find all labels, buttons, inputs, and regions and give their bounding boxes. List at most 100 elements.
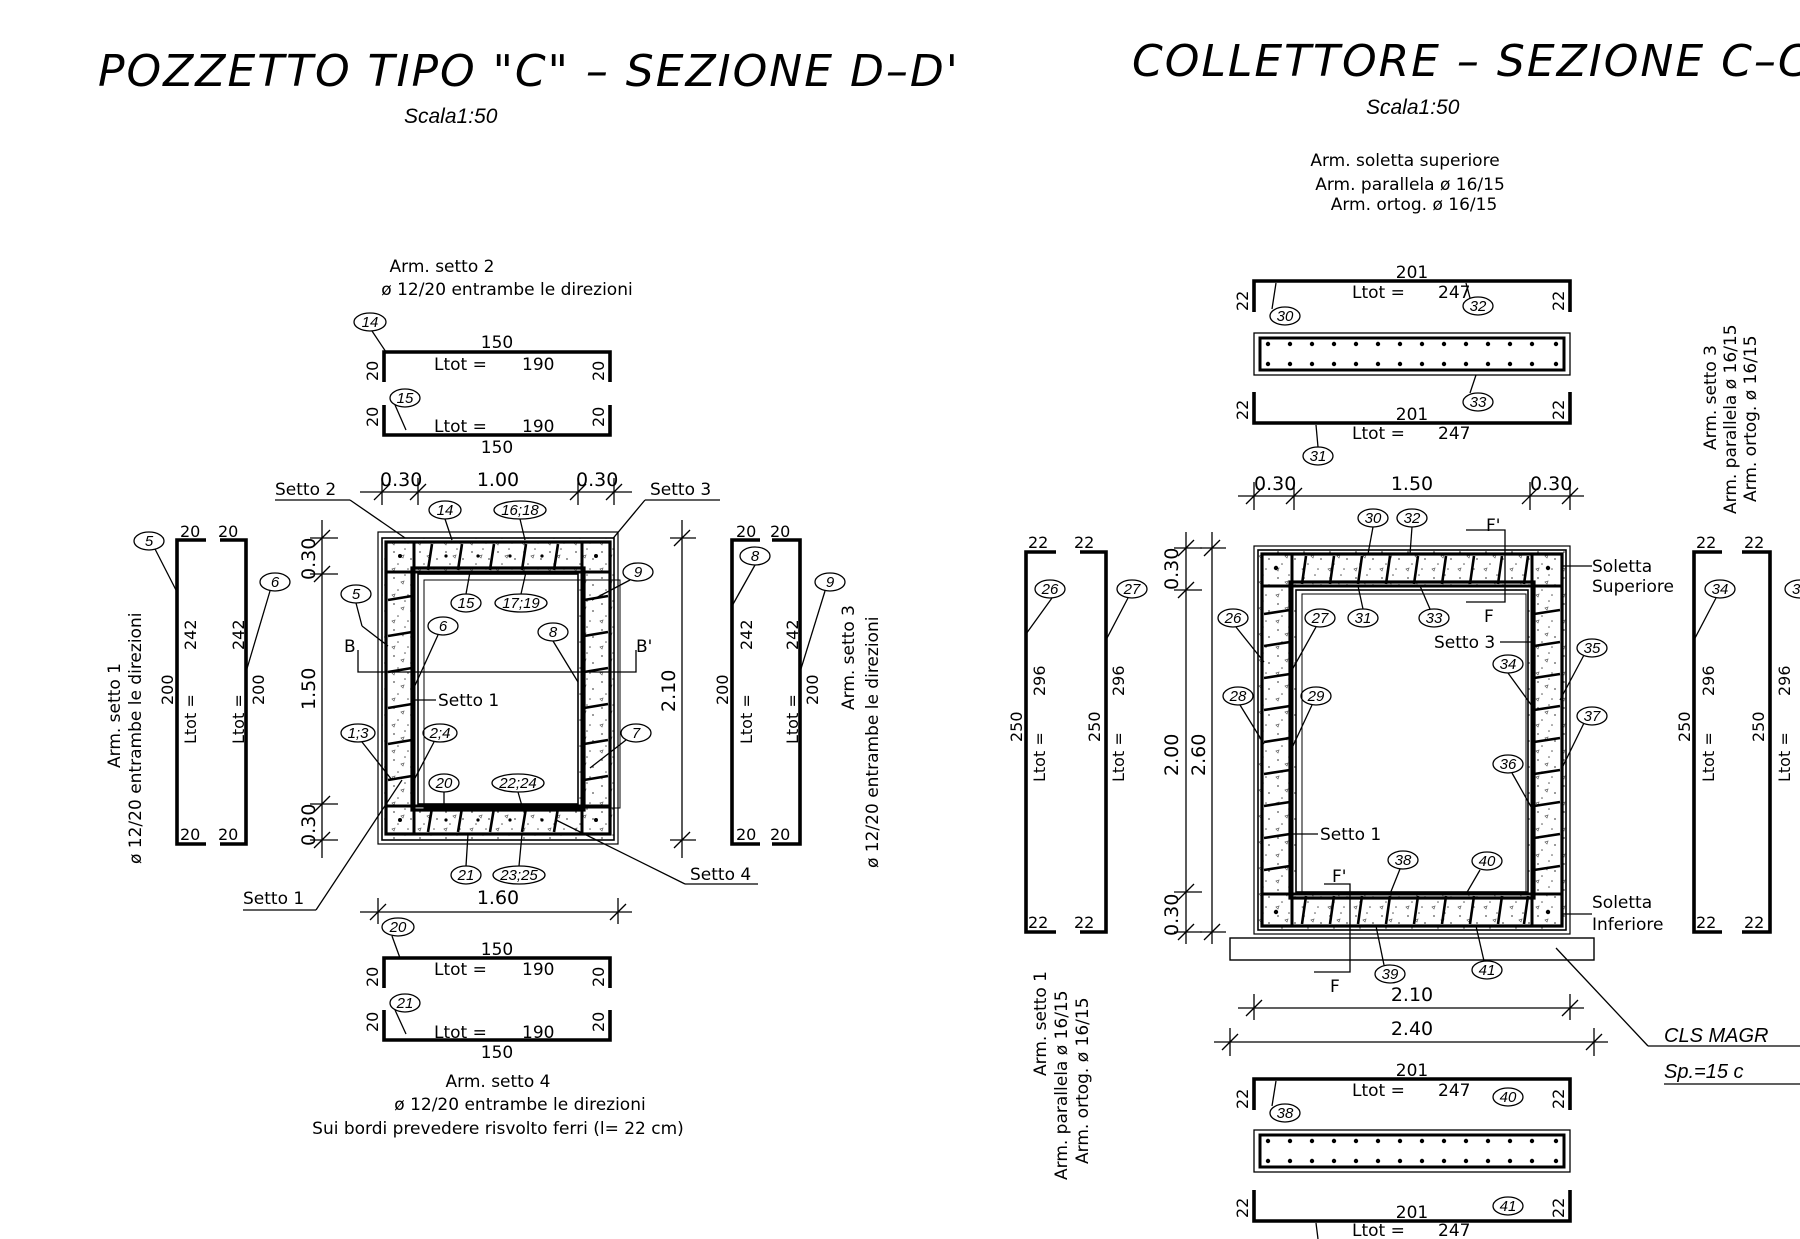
bar21-length: 150	[481, 1043, 513, 1063]
bubble-8: 8	[549, 624, 558, 641]
r-dim-side-left: 0.30	[1254, 473, 1296, 495]
right-bottom-dims: 2.10 2.40	[1214, 984, 1608, 1056]
dim-outer-h: 2.10	[658, 670, 680, 712]
section-fp-top: F'	[1486, 516, 1500, 536]
bar14-ltot: 190	[522, 355, 554, 375]
arm-setto4-line2: ø 12/20 entrambe le direzioni	[394, 1095, 645, 1115]
bar31-hook-left: 22	[1233, 400, 1252, 420]
bar30-ltot-label: Ltot =	[1352, 283, 1405, 303]
arm-setto1-line2: ø 12/20 entrambe le direzioni	[126, 613, 146, 864]
arm-setto4-line3: Sui bordi prevedere risvolto ferri (l= 2…	[312, 1119, 684, 1139]
bar8-hook-bottom: 20	[736, 825, 756, 844]
arm-sup-line2: Arm. parallela ø 16/15	[1315, 175, 1505, 195]
bar26-ltot-label: Ltot =	[1030, 732, 1049, 782]
bubble-16-18: 16;18	[501, 502, 539, 519]
left-title: POZZETTO TIPO "C" – SEZIONE D–D'	[98, 46, 960, 97]
bar34b-hook-bottom: 22	[1744, 913, 1764, 932]
section-f-top: F	[1484, 607, 1494, 627]
top-dimension: 0.30 1.00 0.30	[360, 469, 632, 505]
arm-setto3-line1: Arm. setto 3	[839, 605, 859, 710]
cls-label-1: CLS MAGR	[1664, 1025, 1768, 1047]
bar27-ltot-value: 296	[1109, 665, 1128, 696]
bubble-32: 32	[1404, 510, 1421, 527]
r-arm-setto1-line2: Arm. parallela ø 16/15	[1052, 990, 1072, 1180]
label-soletta-inf-2: Inferiore	[1592, 915, 1663, 935]
bar14-length: 150	[481, 333, 513, 353]
bar6-hook-bottom: 20	[218, 825, 238, 844]
bar20-length: 150	[481, 940, 513, 960]
bar31-ltot-label: Ltot =	[1352, 424, 1405, 444]
collettore-bubbles: 30 32 31 33 26 27 28 29 Setto 3	[1217, 508, 1608, 984]
bar26-vertical-length: 250	[1007, 711, 1026, 742]
bar6-hook-top: 20	[218, 522, 238, 541]
right-vertical-dim: 2.10	[658, 520, 696, 858]
bar-31-33-shape: 201 Ltot = 247 22 22 33 31	[1233, 374, 1572, 466]
bubble-38-bottom: 38	[1277, 1105, 1294, 1122]
r-dim-side-bottom: 0.30	[1161, 894, 1183, 936]
label-setto3: Setto 3	[650, 480, 711, 500]
bar15-ltot: 190	[522, 417, 554, 437]
bar-21-shape: 21 Ltot = 190 150 20 20	[363, 993, 612, 1063]
dim-side-bottom: 0.30	[298, 804, 320, 846]
bubble-34-side: 34	[1712, 581, 1729, 598]
bar27-hook-bottom: 22	[1074, 913, 1094, 932]
bar34-hook-bottom: 22	[1696, 913, 1716, 932]
bar-30-32-shape: 201 Ltot = 247 22 22 30 32	[1233, 263, 1572, 326]
bubble-20: 20	[435, 775, 453, 792]
dim-outer-w: 1.60	[477, 887, 519, 909]
r-arm-setto3-line3: Arm. ortog. ø 16/15	[1741, 335, 1761, 502]
bubble-38: 38	[1395, 852, 1412, 869]
label-setto1-inner: Setto 1	[438, 691, 499, 711]
r-dim-inner-h: 2.00	[1161, 734, 1183, 776]
bubble-23-25: 23;25	[499, 867, 538, 884]
bubble-7: 7	[632, 725, 641, 742]
bar-34-shape: 22 22 22 22 34 3 250 296 Ltot = 250 296 …	[1675, 533, 1800, 934]
bubble-31-top: 31	[1310, 448, 1327, 465]
r-arm-setto1-line1: Arm. setto 1	[1031, 971, 1051, 1076]
bar15-hook-right: 20	[589, 407, 608, 427]
bar8-vertical-length: 200	[713, 674, 732, 705]
section-f-bottom: F	[1330, 977, 1340, 997]
right-title: COLLETTORE – SEZIONE C–C'	[1132, 36, 1800, 87]
bubble-33: 33	[1426, 610, 1443, 627]
bar27-hook-top: 22	[1074, 533, 1094, 552]
bar34b-ltot-value: 296	[1775, 665, 1794, 696]
bar31-hook-right: 22	[1549, 400, 1568, 420]
bar6-ltot-value: 242	[229, 619, 248, 650]
bubble-30-top: 30	[1277, 308, 1294, 325]
bar39-ltot-label: Ltot =	[1352, 1221, 1405, 1239]
bubble-36: 36	[1500, 756, 1517, 773]
bar34b-vertical-length: 250	[1749, 711, 1768, 742]
r-dim-outer-w: 2.10	[1391, 984, 1433, 1006]
bar21-hook-left: 20	[363, 1012, 382, 1032]
label-setto3-inner: Setto 3	[1434, 633, 1495, 653]
bar-20-shape: 20 150 Ltot = 190 20 20	[363, 917, 612, 988]
bubble-22-24: 22;24	[498, 775, 537, 792]
bubble-14-top: 14	[362, 314, 379, 331]
dim-side-top: 0.30	[298, 538, 320, 580]
bubble-6-side: 6	[271, 574, 280, 591]
bar30-hook-left: 22	[1233, 291, 1252, 311]
bar15-ltot-label: Ltot =	[434, 417, 487, 437]
right-scale: Scala1:50	[1366, 96, 1460, 119]
left-scale: Scala1:50	[404, 105, 498, 128]
arm-setto3-line2: ø 12/20 entrambe le direzioni	[863, 617, 883, 868]
bubble-3-side: 3	[1792, 581, 1800, 598]
bar-26-27-shape: 22 22 22 22 26 27 250 296 Ltot = 250 296…	[1007, 533, 1148, 934]
slab-section-top	[1253, 332, 1571, 376]
arm-sup-line3: Arm. ortog. ø 16/15	[1331, 195, 1498, 215]
bar20-ltot: 190	[522, 960, 554, 980]
bar39-hook-left: 22	[1233, 1198, 1252, 1218]
r-dim-side-right: 0.30	[1530, 473, 1572, 495]
arm-setto2-line2: ø 12/20 entrambe le direzioni	[381, 280, 632, 300]
bar38-hook-left: 22	[1233, 1089, 1252, 1109]
bubble-29: 29	[1307, 688, 1325, 705]
bubble-37: 37	[1584, 708, 1601, 725]
bubble-20-bottom: 20	[389, 919, 407, 936]
bubble-15: 15	[458, 595, 475, 612]
bar-38-40-shape: 201 Ltot = 247 22 22 38 40	[1233, 1061, 1572, 1123]
label-setto1-inner-right: Setto 1	[1320, 825, 1381, 845]
bar-15-shape: 15 Ltot = 190 150 20 20	[363, 388, 612, 458]
bubble-6: 6	[439, 618, 448, 635]
collettore-drawing: COLLETTORE – SEZIONE C–C' Scala1:50 Arm.…	[1007, 36, 1800, 1239]
